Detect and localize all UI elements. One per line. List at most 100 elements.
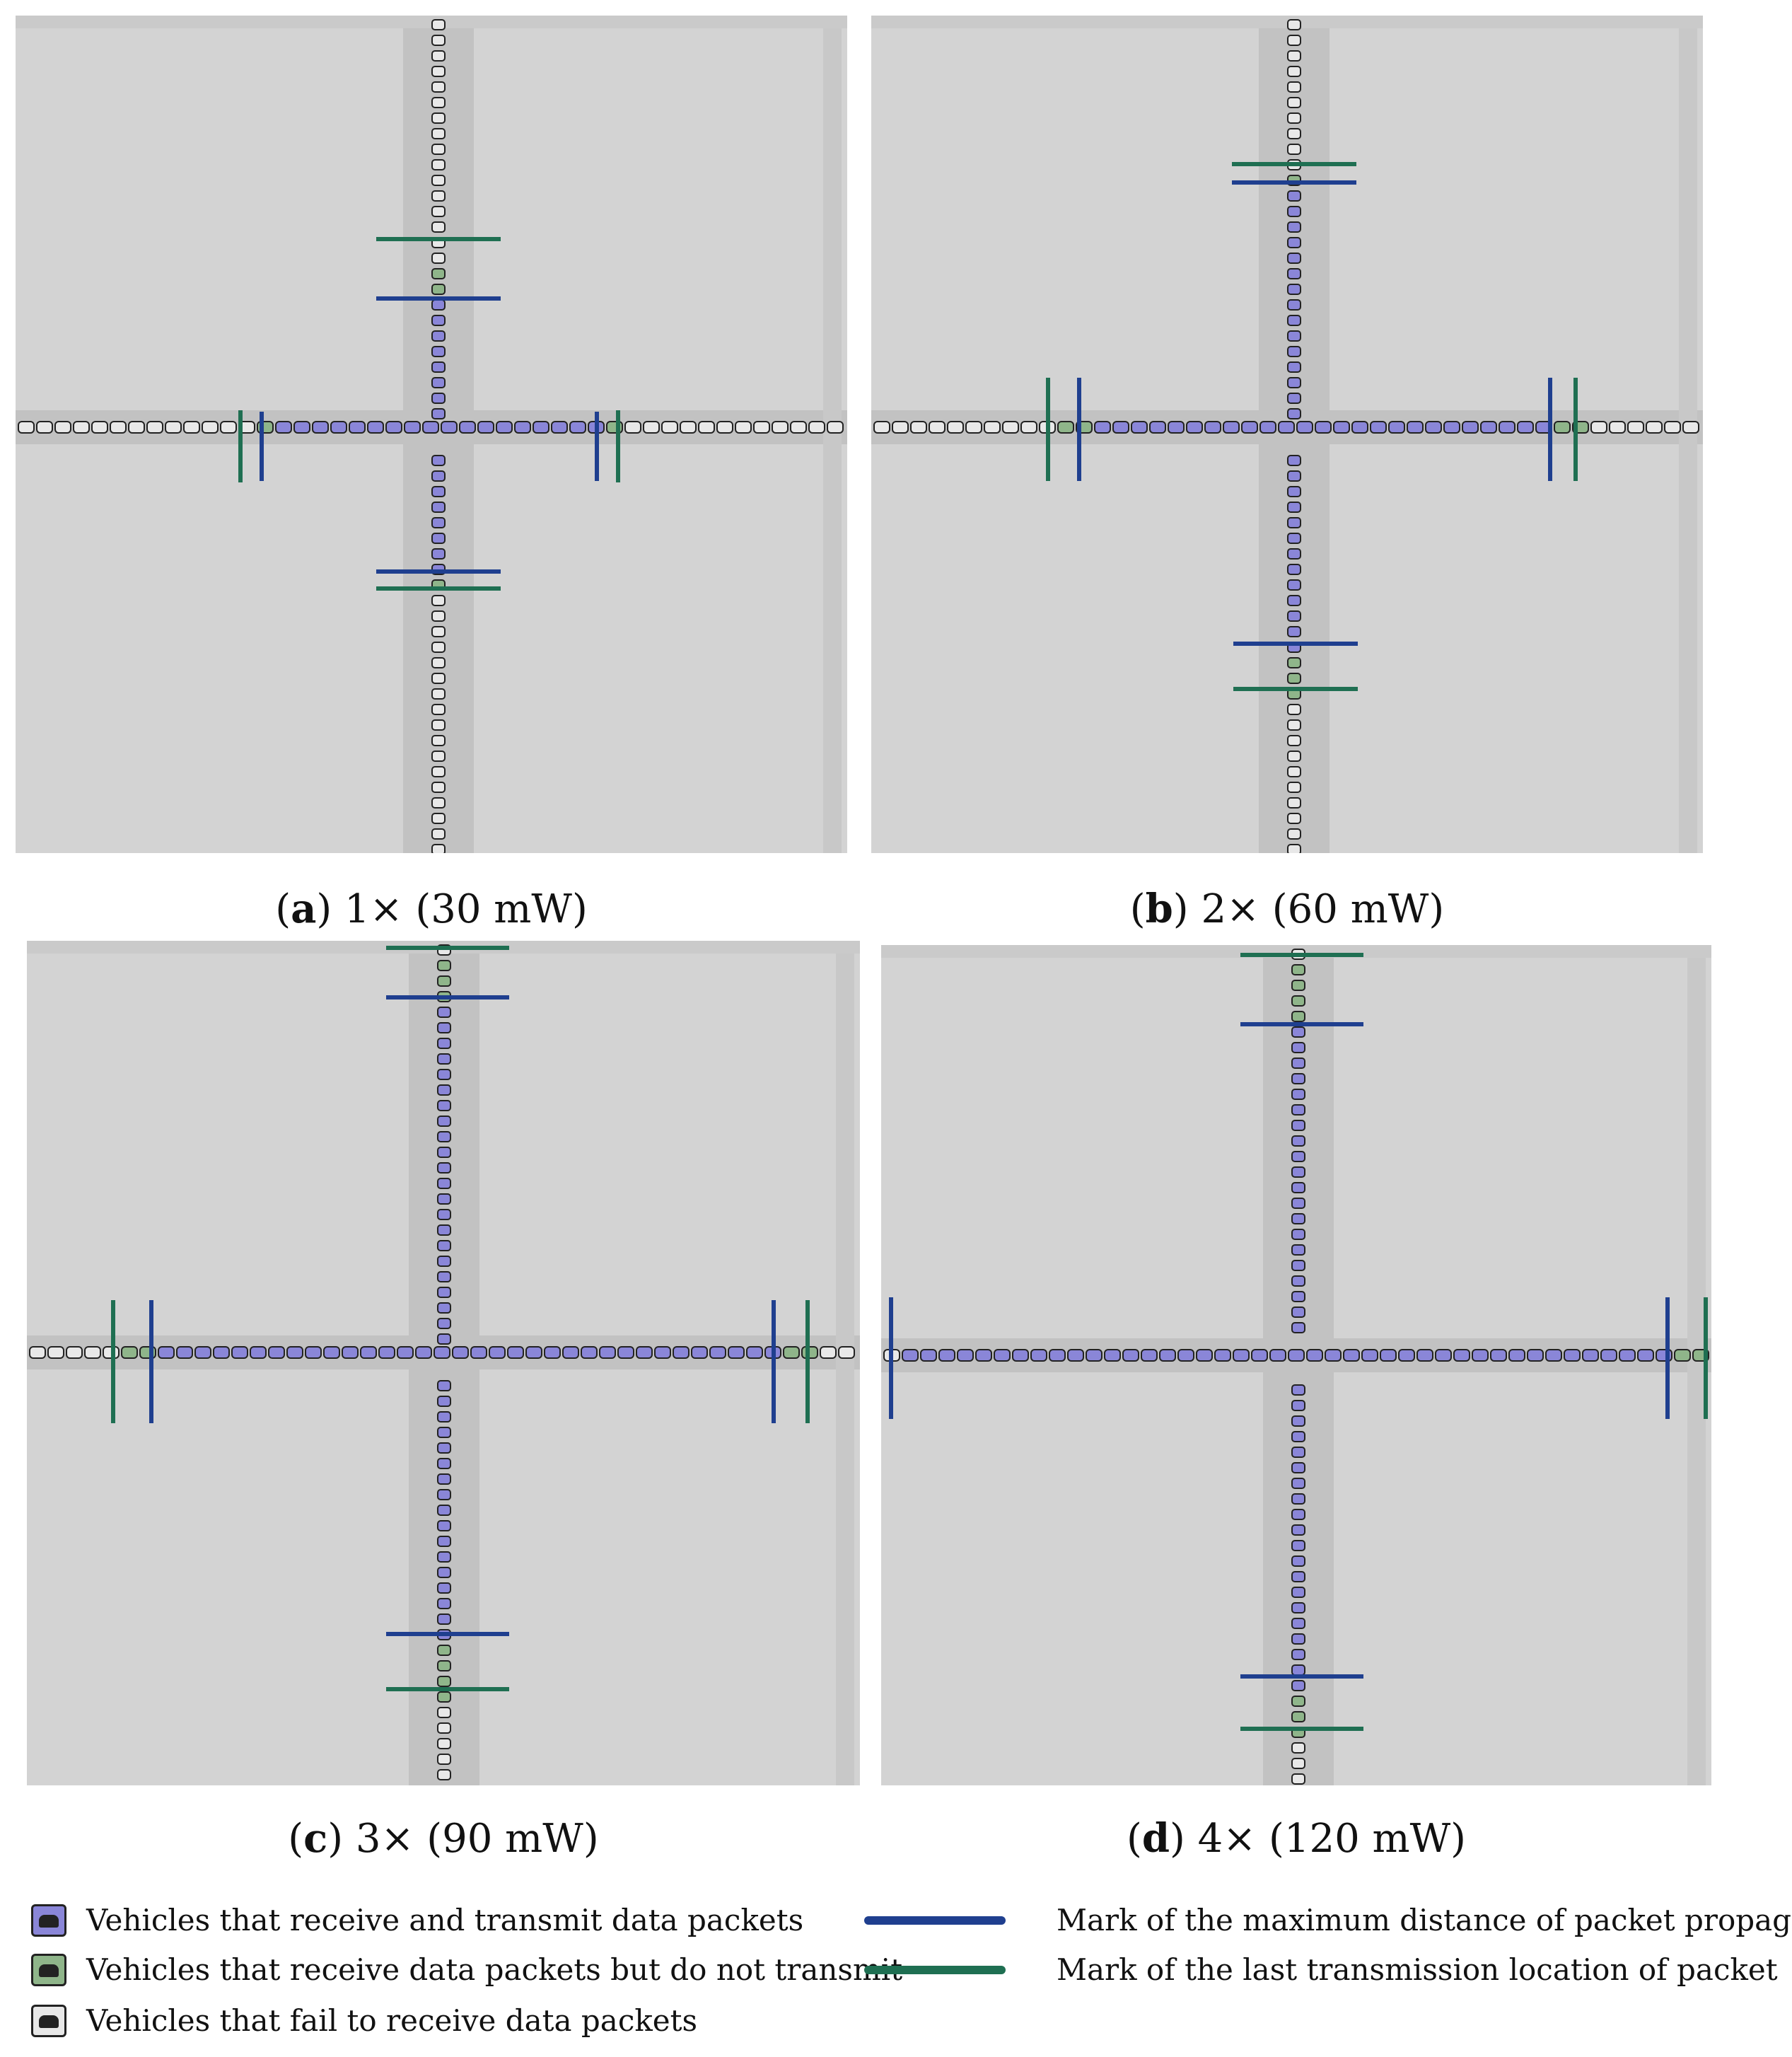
vehicle (431, 97, 446, 108)
vehicle (437, 1084, 451, 1096)
vehicle (437, 1116, 451, 1127)
vehicle (1590, 421, 1607, 434)
vehicle (1094, 421, 1111, 434)
vehicle (1287, 144, 1301, 155)
vehicle (1287, 97, 1301, 108)
vehicle (1291, 1587, 1305, 1598)
legend-receive-only-label: Vehicles that receive data packets but d… (86, 1952, 903, 1987)
vehicle (984, 421, 1001, 434)
panel-b-simulation-map (871, 16, 1703, 853)
vehicle (1682, 421, 1699, 434)
vehicle (1122, 1349, 1139, 1362)
vehicle (1291, 1213, 1305, 1224)
vehicle (1291, 1058, 1305, 1069)
vehicle (437, 1676, 451, 1687)
vehicle (1287, 253, 1301, 264)
vehicle (431, 813, 446, 824)
vehicle (1287, 190, 1301, 202)
vehicle (437, 1224, 451, 1236)
vehicle (1291, 1322, 1305, 1333)
vehicle (1435, 1349, 1452, 1362)
vehicle (146, 421, 163, 434)
vehicle (617, 1346, 634, 1359)
vehicle (772, 421, 789, 434)
vehicle (431, 486, 446, 497)
vehicle (437, 1053, 451, 1065)
vehicle (1020, 421, 1037, 434)
vehicle (1306, 1349, 1323, 1362)
vehicle (431, 112, 446, 124)
caption-a-letter: a (291, 886, 317, 932)
vehicle (437, 1287, 451, 1298)
vehicle (1291, 1664, 1305, 1676)
legend-transmit-label: Vehicles that receive and transmit data … (86, 1903, 804, 1937)
vehicle (1291, 1151, 1305, 1162)
vehicle (551, 421, 568, 434)
vehicle (73, 421, 90, 434)
vehicle (1287, 502, 1301, 513)
vehicle (431, 268, 446, 279)
max-distance-line-icon (864, 1916, 1006, 1925)
vehicle (1287, 782, 1301, 793)
vehicle (1287, 361, 1301, 373)
vehicle (437, 1380, 451, 1391)
vehicle (1361, 1349, 1378, 1362)
vehicle (437, 1473, 451, 1485)
vehicle (1291, 1447, 1305, 1458)
vehicle (910, 421, 927, 434)
vehicle (431, 81, 446, 93)
vehicle (1453, 1349, 1470, 1362)
vehicle (1012, 1349, 1029, 1362)
vehicle (1287, 377, 1301, 388)
vehicle (404, 421, 421, 434)
vehicle (1291, 1415, 1305, 1427)
vehicle (1067, 1349, 1084, 1362)
vehicle (1325, 1349, 1342, 1362)
vehicle (1291, 995, 1305, 1007)
vehicle (1287, 533, 1301, 544)
vehicle (514, 421, 531, 434)
vehicle (1291, 1026, 1305, 1038)
vehicle (1291, 1742, 1305, 1754)
vehicle (1287, 579, 1301, 591)
vehicle (1291, 1462, 1305, 1473)
vehicle (544, 1346, 561, 1359)
vehicle (1545, 1349, 1562, 1362)
vehicle (437, 1691, 451, 1703)
vehicle (1351, 421, 1368, 434)
vehicle (1287, 81, 1301, 93)
vehicle (437, 1567, 451, 1578)
panel-a (16, 16, 847, 853)
vehicle (1214, 1349, 1231, 1362)
vehicle (330, 421, 347, 434)
vehicle (1291, 1306, 1305, 1318)
vehicle (1480, 421, 1497, 434)
vehicle (1291, 980, 1305, 991)
vehicle (128, 421, 145, 434)
vehicle (1527, 1349, 1544, 1362)
vehicle (1291, 1680, 1305, 1691)
vehicle (1287, 486, 1301, 497)
vehicle (437, 1302, 451, 1314)
vehicle (1287, 128, 1301, 139)
vehicle (1259, 421, 1276, 434)
top-label-row (871, 16, 1703, 28)
vehicle (1291, 1166, 1305, 1178)
vehicle (709, 1346, 726, 1359)
vehicle (1002, 421, 1019, 434)
vehicle (431, 206, 446, 217)
vehicle (691, 1346, 708, 1359)
vehicle (437, 1038, 451, 1049)
vehicle (838, 1346, 855, 1359)
vehicle (1291, 964, 1305, 975)
vehicle (1288, 1349, 1305, 1362)
vehicle (305, 1346, 322, 1359)
vehicle (437, 1162, 451, 1174)
vehicle (431, 610, 446, 622)
vehicle (1582, 1349, 1599, 1362)
vehicle (431, 626, 446, 637)
vehicle (250, 1346, 267, 1359)
vehicle (1291, 1073, 1305, 1084)
vehicle (431, 751, 446, 762)
vehicle (1291, 1633, 1305, 1645)
